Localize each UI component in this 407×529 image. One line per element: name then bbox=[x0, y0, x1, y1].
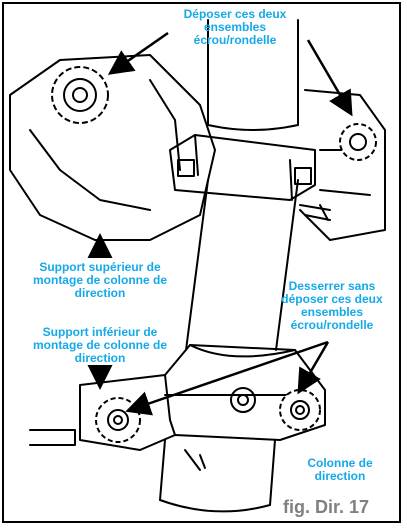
figure-caption: fig. Dir. 17 bbox=[283, 497, 370, 517]
nut-top-left bbox=[51, 66, 109, 124]
label-column: Colonne de direction bbox=[307, 456, 373, 483]
arrow-loosen-left bbox=[125, 340, 329, 416]
arrow-top-right bbox=[306, 39, 353, 117]
label-upper-support: Support supérieur de montage de colonne … bbox=[32, 260, 167, 300]
upper-bracket bbox=[9, 54, 216, 241]
figure-frame bbox=[2, 2, 401, 523]
lower-bracket bbox=[79, 344, 326, 451]
label-top-remove: Déposer ces deux ensembles écrou/rondell… bbox=[183, 7, 287, 47]
nut-lower-right bbox=[279, 389, 321, 431]
label-loosen: Desserrer sans déposer ces deux ensemble… bbox=[281, 279, 383, 332]
label-lower-support: Support inférieur de montage de colonne … bbox=[32, 325, 167, 365]
column-clamp bbox=[169, 134, 316, 201]
arrow-loosen-right bbox=[297, 341, 330, 395]
column-tube bbox=[207, 19, 299, 126]
nut-top-right bbox=[339, 123, 377, 161]
arrow-top-left bbox=[107, 31, 169, 75]
nut-lower-left bbox=[95, 397, 141, 443]
